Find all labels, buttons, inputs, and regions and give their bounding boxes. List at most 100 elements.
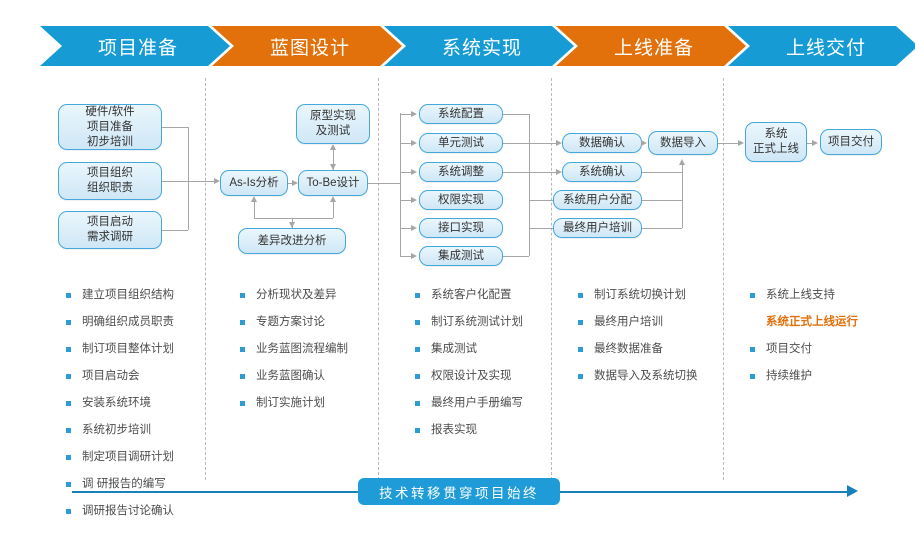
box-system-configuration[interactable]: 系统配置 xyxy=(419,104,503,124)
box-prototype-and-test[interactable]: 原型实现及测试 xyxy=(296,104,370,144)
connector-line xyxy=(529,143,558,144)
bullet-item: 业务蓝图流程编制 xyxy=(240,342,372,356)
bullet-item-label: 最终数据准备 xyxy=(594,343,663,355)
bullet-dot-icon xyxy=(415,428,420,433)
bullet-item-label: 专题方案讨论 xyxy=(256,316,325,328)
phase-arrow-2[interactable]: 蓝图设计 xyxy=(212,26,402,66)
connector-line xyxy=(254,202,255,218)
bullet-dot-icon xyxy=(66,455,71,460)
connector-arrowhead xyxy=(641,139,647,146)
bullet-item-label: 安装系统环境 xyxy=(82,397,151,409)
connector-line xyxy=(529,228,558,229)
bullet-dot-icon xyxy=(240,374,245,379)
box-permission-implementation[interactable]: 权限实现 xyxy=(419,190,503,210)
box-interface-implementation[interactable]: 接口实现 xyxy=(419,218,503,238)
connector-line xyxy=(642,172,682,173)
connector-line xyxy=(333,202,334,218)
bullet-item-label: 持续维护 xyxy=(766,370,812,382)
bottom-banner-label: 技术转移贯穿项目始终 xyxy=(379,485,539,501)
bullet-item: 最终用户手册编写 xyxy=(415,396,547,410)
bullet-item-label: 项目启动会 xyxy=(82,370,140,382)
bullet-item-label: 业务蓝图流程编制 xyxy=(256,343,348,355)
connector-line xyxy=(333,150,334,170)
bullet-item-label: 系统初步培训 xyxy=(82,424,151,436)
box-project-delivery[interactable]: 项目交付 xyxy=(820,129,882,155)
bullet-dot-icon xyxy=(750,347,755,352)
bullet-dot-icon xyxy=(66,347,71,352)
bullet-dot-icon xyxy=(66,482,71,487)
bullet-item: 数据导入及系统切换 xyxy=(578,369,718,383)
connector-line xyxy=(718,143,740,144)
bullet-item-label: 集成测试 xyxy=(431,343,477,355)
connector-arrowhead xyxy=(556,139,562,146)
bullet-item: 最终数据准备 xyxy=(578,342,718,356)
box-data-import[interactable]: 数据导入 xyxy=(648,131,718,155)
bullet-item: 项目启动会 xyxy=(66,369,198,383)
bullet-dot-icon xyxy=(66,509,71,514)
connector-arrowhead xyxy=(411,224,417,231)
connector-line xyxy=(188,127,189,230)
box-system-user-assignment[interactable]: 系统用户分配 xyxy=(553,190,642,210)
bullet-item-label: 建立项目组织结构 xyxy=(82,289,174,301)
bullet-item-label: 系统正式上线运行 xyxy=(766,316,858,328)
box-final-user-training[interactable]: 最终用户培训 xyxy=(553,218,642,238)
box-gap-improvement-analysis[interactable]: 差异改进分析 xyxy=(238,228,346,254)
box-system-confirmation[interactable]: 系统确认 xyxy=(562,162,642,182)
connector-line xyxy=(400,143,413,144)
bullet-item-label: 业务蓝图确认 xyxy=(256,370,325,382)
bullet-item-label: 系统客户化配置 xyxy=(431,289,512,301)
bullet-dot-icon xyxy=(66,320,71,325)
bullet-list-column-2: 分析现状及差异专题方案讨论业务蓝图流程编制业务蓝图确认制订实施计划 xyxy=(240,288,372,423)
phase-label-2: 蓝图设计 xyxy=(269,37,350,59)
bullet-dot-icon xyxy=(415,374,420,379)
column-divider-3 xyxy=(551,78,552,480)
connector-arrowhead xyxy=(411,139,417,146)
box-integration-test[interactable]: 集成测试 xyxy=(419,246,503,266)
connector-line xyxy=(368,183,400,184)
box-unit-test[interactable]: 单元测试 xyxy=(419,133,503,153)
bullet-item: 集成测试 xyxy=(415,342,547,356)
connector-arrowhead xyxy=(292,179,298,186)
box-system-adjustment[interactable]: 系统调整 xyxy=(419,162,503,182)
bullet-list-column-1: 建立项目组织结构明确组织成员职责制订项目整体计划项目启动会安装系统环境系统初步培… xyxy=(66,288,198,531)
bottom-timeline-arrowhead xyxy=(847,485,858,497)
bullet-dot-icon xyxy=(66,428,71,433)
bullet-item: 系统正式上线运行 xyxy=(750,315,900,329)
bullet-item: 制订系统测试计划 xyxy=(415,315,547,329)
connector-arrowhead xyxy=(214,177,220,184)
box-as-is-analysis[interactable]: As-Is分析 xyxy=(220,170,288,196)
phase-arrow-1[interactable]: 项目准备 xyxy=(40,26,230,66)
box-hardware-software-prep[interactable]: 硬件/软件项目准备初步培训 xyxy=(58,104,162,150)
box-data-confirmation[interactable]: 数据确认 xyxy=(562,133,642,153)
column-divider-1 xyxy=(205,78,206,480)
phase-arrow-5[interactable]: 上线交付 xyxy=(728,26,915,66)
box-system-go-live[interactable]: 系统正式上线 xyxy=(745,122,807,162)
connector-arrowhead xyxy=(411,196,417,203)
connector-arrowhead xyxy=(738,139,744,146)
connector-line xyxy=(503,172,529,173)
bullet-dot-icon xyxy=(578,293,583,298)
bullet-item: 业务蓝图确认 xyxy=(240,369,372,383)
connector-line xyxy=(529,200,558,201)
bullet-item-label: 调研报告讨论确认 xyxy=(82,505,174,517)
bullet-item-label: 制订项目整体计划 xyxy=(82,343,174,355)
phase-arrow-3[interactable]: 系统实现 xyxy=(384,26,574,66)
connector-arrowhead xyxy=(411,168,417,175)
connector-arrowhead xyxy=(556,168,562,175)
bullet-dot-icon xyxy=(578,374,583,379)
connector-line xyxy=(400,256,413,257)
box-project-kickoff[interactable]: 项目启动需求调研 xyxy=(58,211,162,249)
phase-header-bar: 项目准备 蓝图设计 系统实现 上线准备 上线交付 xyxy=(0,26,915,68)
box-project-organization[interactable]: 项目组织组织职责 xyxy=(58,162,162,200)
bottom-banner-pill[interactable]: 技术转移贯穿项目始终 xyxy=(358,478,560,505)
connector-arrowhead xyxy=(812,139,818,146)
bullet-item-label: 权限设计及实现 xyxy=(431,370,512,382)
phase-arrow-4[interactable]: 上线准备 xyxy=(556,26,746,66)
bullet-dot-icon xyxy=(240,401,245,406)
box-to-be-design[interactable]: To-Be设计 xyxy=(298,170,368,196)
bullet-item: 制订实施计划 xyxy=(240,396,372,410)
connector-arrowhead xyxy=(678,159,685,165)
bullet-dot-icon xyxy=(750,374,755,379)
connector-line xyxy=(162,230,188,231)
bullet-item: 制订系统切换计划 xyxy=(578,288,718,302)
